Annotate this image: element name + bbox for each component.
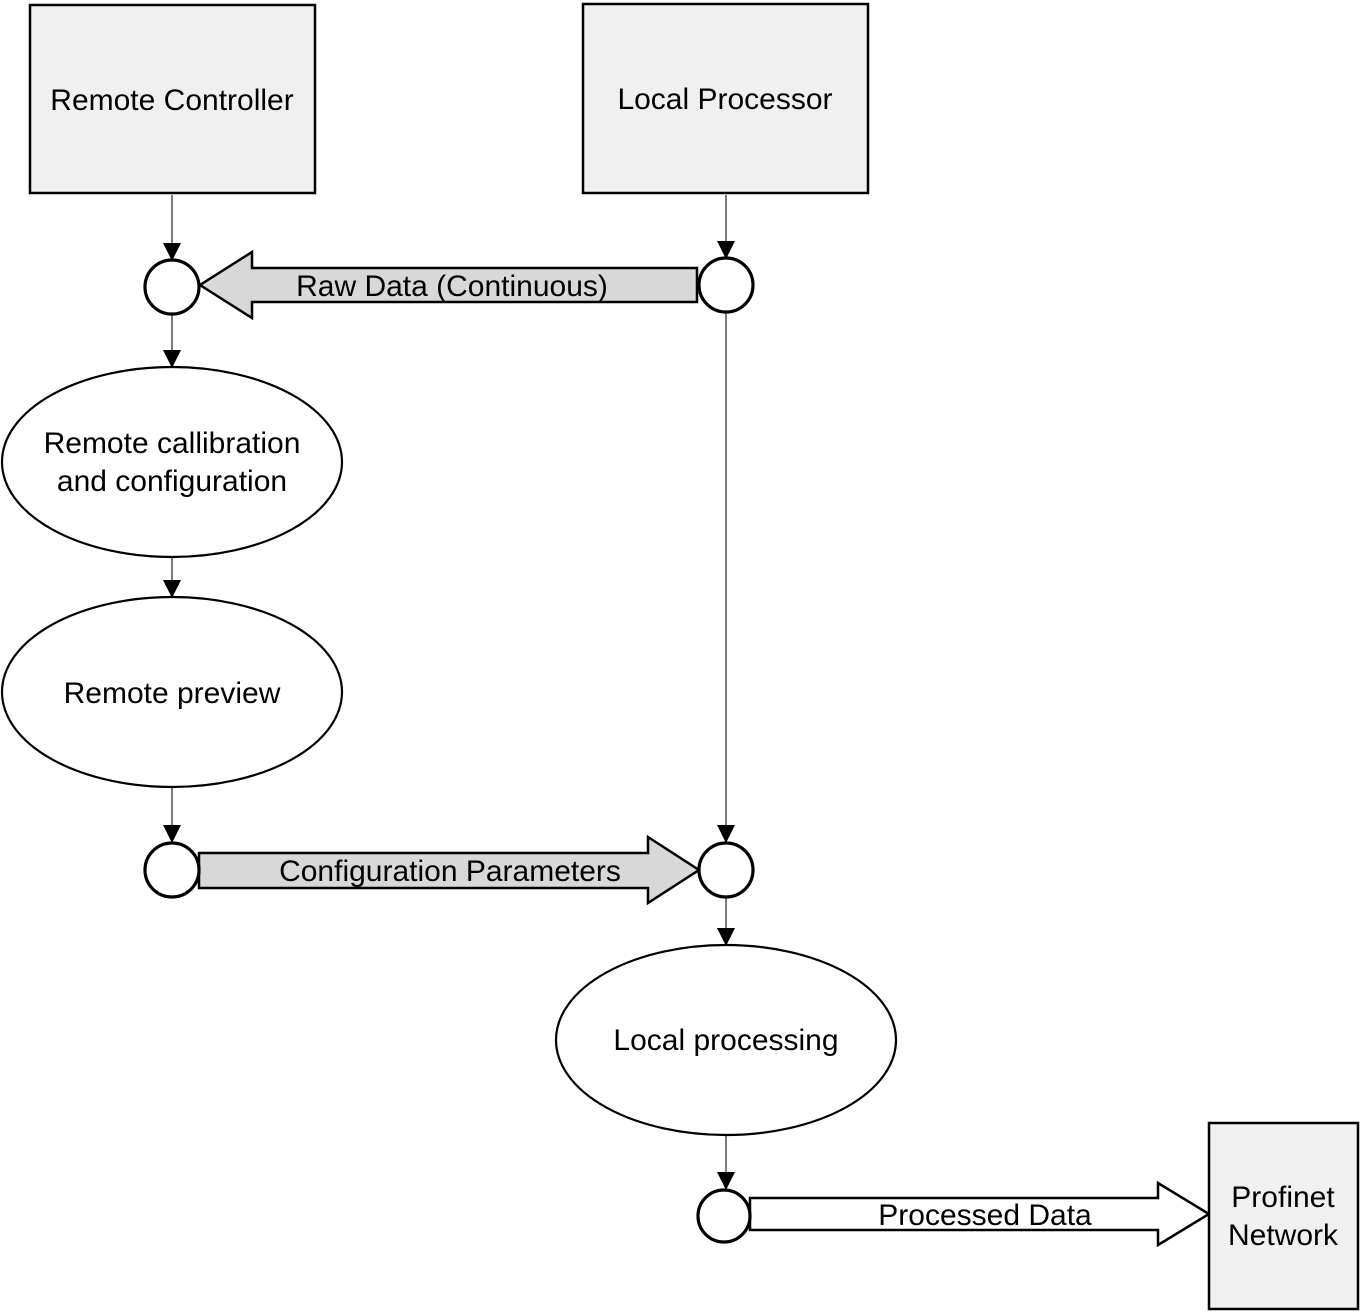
local-processor-label: Local Processor bbox=[617, 83, 832, 116]
profinet-network-label-line1: Profinet bbox=[1231, 1181, 1335, 1214]
down-arrowhead-icon bbox=[717, 1172, 735, 1190]
processed-data-port bbox=[696, 1188, 752, 1244]
remote-raw-data-port bbox=[143, 258, 201, 316]
local-raw-data-port bbox=[697, 256, 755, 314]
flow-arrows: Raw Data (Continuous) Configuration Para… bbox=[197, 249, 1212, 1248]
profinet-network-label-line2: Network bbox=[1228, 1219, 1339, 1252]
down-arrowhead-icon bbox=[717, 825, 735, 843]
down-arrowhead-icon bbox=[163, 580, 181, 598]
remote-controller-label: Remote Controller bbox=[50, 84, 293, 117]
down-arrowhead-icon bbox=[717, 928, 735, 946]
remote-preview-label: Remote preview bbox=[64, 677, 281, 710]
raw-data-flow-label: Raw Data (Continuous) bbox=[296, 270, 608, 303]
config-params-flow-arrow bbox=[197, 834, 702, 906]
remote-config-port bbox=[143, 841, 201, 899]
port-circles bbox=[143, 256, 755, 1244]
down-arrowhead-icon bbox=[163, 825, 181, 843]
local-config-port bbox=[697, 841, 755, 899]
remote-calibration-label-line1: Remote callibration bbox=[44, 427, 301, 460]
down-arrowhead-icon bbox=[163, 350, 181, 368]
local-processing-ellipse bbox=[554, 943, 898, 1137]
remote-calibration-ellipse bbox=[0, 365, 344, 559]
local-processor-node bbox=[581, 2, 870, 195]
remote-controller-node bbox=[28, 3, 317, 195]
remote-preview-ellipse bbox=[0, 595, 344, 789]
connectors bbox=[163, 195, 735, 1190]
profinet-network-node bbox=[1207, 1121, 1360, 1311]
config-params-flow-label: Configuration Parameters bbox=[279, 855, 621, 888]
down-arrowhead-icon bbox=[163, 243, 181, 261]
processed-data-flow-arrow bbox=[748, 1180, 1212, 1248]
processed-data-flow-label: Processed Data bbox=[878, 1199, 1092, 1232]
down-arrowhead-icon bbox=[717, 241, 735, 259]
rect-nodes: Remote Controller Local Processor Profin… bbox=[28, 2, 1360, 1311]
local-processing-label: Local processing bbox=[613, 1024, 838, 1057]
process-ellipses: Remote callibration and configuration Re… bbox=[0, 365, 898, 1137]
remote-calibration-label-line2: and configuration bbox=[57, 465, 287, 498]
raw-data-flow-arrow bbox=[197, 249, 699, 321]
